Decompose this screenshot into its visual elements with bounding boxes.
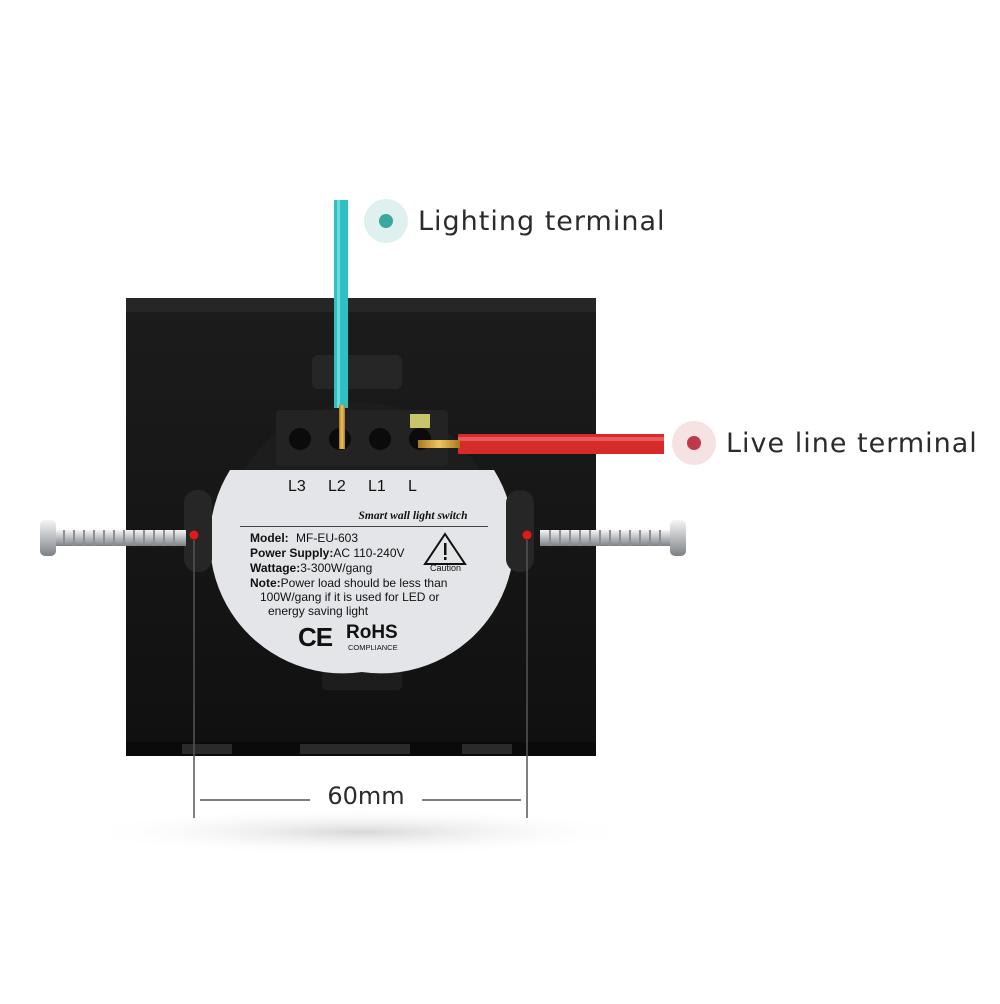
rohs-compliance-text: COMPLIANCE [348, 643, 398, 652]
dimension-label: 60mm [310, 782, 422, 810]
model-value: MF-EU-603 [296, 531, 359, 545]
rohs-mark: RoHS [346, 622, 398, 643]
spec-wattage: Wattage:3-300W/gang [250, 561, 372, 576]
mount-slot-left [184, 490, 212, 572]
screw-marker-left [189, 530, 199, 540]
terminal-label-l1: L1 [368, 478, 386, 495]
lighting-dot-icon [364, 199, 408, 243]
sticker-divider [240, 526, 488, 527]
live-dot-icon [672, 421, 716, 465]
lighting-wire-core [339, 405, 345, 449]
terminal-label-l2: L2 [328, 478, 346, 495]
note-label: Note: [250, 576, 281, 590]
live-line-terminal-label: Live line terminal [726, 427, 978, 459]
terminal-labels: L3 L2 L1 L [288, 478, 448, 496]
panel-notch [462, 744, 512, 754]
model-label: Model: [250, 531, 289, 545]
mounting-screw-right [540, 520, 686, 556]
note-line-2: 100W/gang if it is used for LED or [260, 590, 440, 604]
ce-mark: CE [298, 622, 333, 652]
power-value: AC 110-240V [333, 546, 405, 560]
power-label: Power Supply: [250, 546, 334, 560]
floor-shadow [80, 808, 640, 856]
mount-slot-right [506, 490, 534, 572]
wattage-value: 3-300W/gang [300, 561, 373, 575]
terminal-label-l: L [408, 478, 417, 495]
lighting-terminal-label: Lighting terminal [418, 205, 666, 237]
panel-top-edge [126, 298, 596, 312]
lighting-wire [334, 200, 348, 408]
sticker-title: Smart wall light switch [358, 510, 468, 522]
terminal-block [276, 410, 448, 466]
dimension-guide [193, 540, 528, 818]
terminal-label-l3: L3 [288, 478, 306, 495]
terminal-brass-tab [410, 414, 430, 428]
screw-marker-right [522, 530, 532, 540]
live-line-terminal-callout: Live line terminal [672, 421, 978, 465]
mounting-screw-left [40, 520, 186, 556]
caution-text: Caution [430, 563, 462, 573]
live-wire-core [418, 440, 460, 448]
label-sticker [209, 470, 515, 674]
spec-note: Note:Power load should be less than [250, 576, 447, 591]
note-line-1: Power load should be less than [280, 576, 448, 590]
top-clip [312, 355, 402, 389]
spec-model: Model: MF-EU-603 [250, 531, 358, 546]
note-line-3: energy saving light [268, 604, 369, 618]
wattage-label: Wattage: [250, 561, 301, 575]
lighting-terminal-callout: Lighting terminal [364, 199, 666, 243]
panel-notch [300, 744, 410, 754]
spec-power: Power Supply:AC 110-240V [250, 546, 405, 561]
panel-notch [182, 744, 232, 754]
caution-icon [423, 532, 467, 565]
